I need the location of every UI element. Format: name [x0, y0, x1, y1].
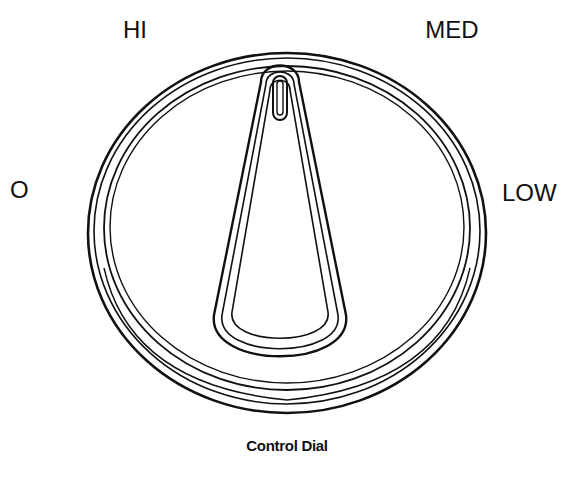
dial-ring [94, 58, 480, 404]
dial-label: LOW [502, 179, 557, 207]
pointer-slot [273, 76, 287, 120]
dial-ring [110, 71, 464, 383]
dial-label: HI [123, 16, 147, 44]
dial-rim [88, 53, 486, 413]
dial-label: O [10, 176, 29, 204]
dial-ring [104, 66, 470, 390]
pointer-slot [277, 81, 283, 115]
dial-skirt [104, 268, 470, 400]
caption: Control Dial [246, 437, 327, 454]
dial-label: MED [425, 16, 478, 44]
pointer-ridge [222, 72, 338, 349]
dial-rings [88, 53, 486, 413]
pointer-outline [214, 66, 346, 357]
pointer-face [232, 80, 328, 338]
dial-pointer [214, 66, 346, 357]
